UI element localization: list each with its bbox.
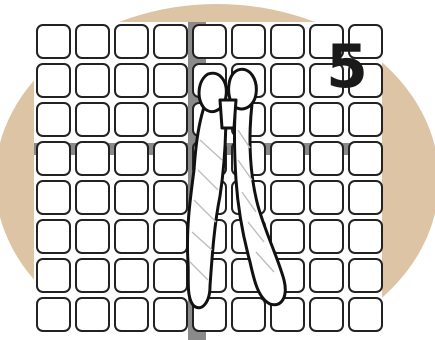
canvas-hole xyxy=(115,220,148,253)
canvas-hole xyxy=(76,64,109,97)
canvas-hole xyxy=(115,64,148,97)
yarn-neck xyxy=(220,100,236,128)
canvas-hole xyxy=(310,259,343,292)
canvas-hole xyxy=(37,259,70,292)
canvas-hole xyxy=(193,25,226,58)
canvas-hole xyxy=(154,142,187,175)
canvas-hole xyxy=(76,298,109,331)
canvas-hole xyxy=(271,220,304,253)
canvas-hole xyxy=(37,64,70,97)
canvas-hole xyxy=(154,298,187,331)
canvas-hole xyxy=(115,259,148,292)
canvas-hole xyxy=(310,142,343,175)
canvas-hole xyxy=(349,181,382,214)
canvas-hole xyxy=(154,259,187,292)
canvas-hole xyxy=(37,298,70,331)
canvas-hole xyxy=(232,298,265,331)
canvas-hole xyxy=(37,25,70,58)
canvas-hole xyxy=(349,220,382,253)
canvas-hole xyxy=(115,181,148,214)
canvas-hole xyxy=(271,142,304,175)
canvas-hole xyxy=(271,103,304,136)
canvas-hole xyxy=(349,103,382,136)
canvas-hole xyxy=(76,220,109,253)
canvas-hole xyxy=(37,142,70,175)
canvas-hole xyxy=(310,298,343,331)
canvas-hole xyxy=(310,103,343,136)
canvas-hole xyxy=(115,25,148,58)
canvas-hole xyxy=(37,103,70,136)
canvas-hole xyxy=(154,181,187,214)
canvas-hole xyxy=(37,181,70,214)
canvas-hole xyxy=(76,259,109,292)
canvas-hole xyxy=(76,25,109,58)
canvas-hole xyxy=(310,181,343,214)
canvas-hole xyxy=(76,181,109,214)
canvas-hole xyxy=(271,181,304,214)
canvas-hole xyxy=(232,25,265,58)
canvas-hole xyxy=(154,220,187,253)
canvas-hole xyxy=(154,103,187,136)
step-number: 5 xyxy=(322,34,372,100)
canvas-hole xyxy=(349,298,382,331)
canvas-hole xyxy=(115,103,148,136)
canvas-hole xyxy=(76,103,109,136)
canvas-hole xyxy=(349,142,382,175)
canvas-hole xyxy=(271,64,304,97)
canvas-hole xyxy=(154,64,187,97)
canvas-hole xyxy=(115,298,148,331)
canvas-hole xyxy=(115,142,148,175)
canvas-hole xyxy=(76,142,109,175)
canvas-hole xyxy=(271,25,304,58)
canvas-hole xyxy=(310,220,343,253)
canvas-hole xyxy=(349,259,382,292)
canvas-hole xyxy=(37,220,70,253)
canvas-hole xyxy=(154,25,187,58)
